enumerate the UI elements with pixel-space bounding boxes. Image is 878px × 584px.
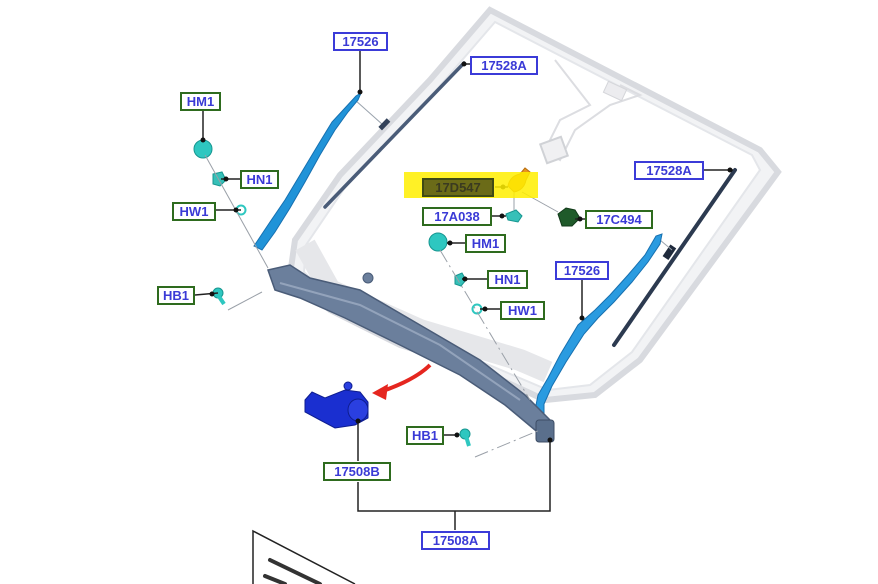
leader-dots	[200, 61, 733, 443]
label-17d547[interactable]: 17D547	[422, 178, 494, 197]
nut-cover-right[interactable]	[428, 232, 448, 252]
wiper-blade-right[interactable]	[612, 168, 737, 347]
bolt-left[interactable]	[212, 287, 226, 306]
label-17508a[interactable]: 17508A	[421, 531, 490, 550]
label-hb1-right[interactable]: HB1	[406, 426, 444, 445]
label-hn1-left[interactable]: HN1	[240, 170, 279, 189]
label-hb1-left[interactable]: HB1	[157, 286, 195, 305]
label-17a038[interactable]: 17A038	[422, 207, 492, 226]
nut-cover-left[interactable]	[193, 139, 213, 159]
wiper-arm-right[interactable]	[532, 233, 663, 426]
wiper-arm-left[interactable]	[253, 91, 363, 251]
label-17526-right[interactable]: 17526	[555, 261, 609, 280]
label-hn1-right[interactable]: HN1	[487, 270, 528, 289]
wiper-motor[interactable]	[304, 381, 369, 429]
label-hw1-left[interactable]: HW1	[172, 202, 216, 221]
wiper-blade-left[interactable]	[323, 61, 466, 209]
next-diagram-partial	[252, 529, 356, 584]
label-17526-left[interactable]: 17526	[333, 32, 388, 51]
bolt-right[interactable]	[459, 428, 471, 447]
label-hm1-right[interactable]: HM1	[465, 234, 506, 253]
sensor-clip[interactable]	[505, 209, 523, 223]
label-17c494[interactable]: 17C494	[585, 210, 653, 229]
label-17508b[interactable]: 17508B	[323, 462, 391, 481]
label-hw1-right[interactable]: HW1	[500, 301, 545, 320]
label-hm1-left[interactable]: HM1	[180, 92, 221, 111]
label-17528a-right[interactable]: 17528A	[634, 161, 704, 180]
label-17528a-left[interactable]: 17528A	[470, 56, 538, 75]
nut-right[interactable]	[454, 272, 467, 287]
